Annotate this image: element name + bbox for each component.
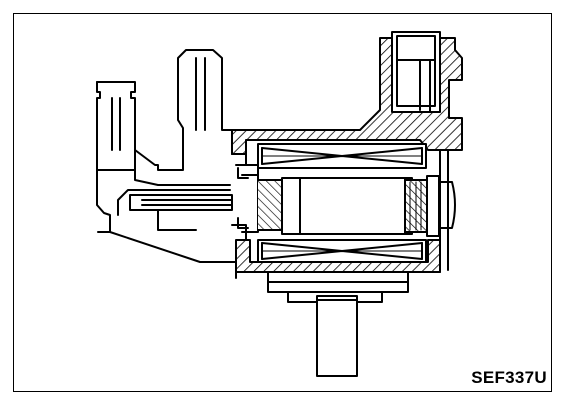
armature-plunger [241,174,456,237]
figure-reference-code: SEF337U [471,368,547,387]
seal-details [231,153,259,241]
electrical-connector [391,31,441,113]
valve-body-outline [96,49,237,279]
bottom-stem [316,295,358,377]
upper-coil [257,143,427,169]
needle-passage [129,194,233,231]
lower-coil [257,239,427,263]
figure-frame [13,13,552,392]
